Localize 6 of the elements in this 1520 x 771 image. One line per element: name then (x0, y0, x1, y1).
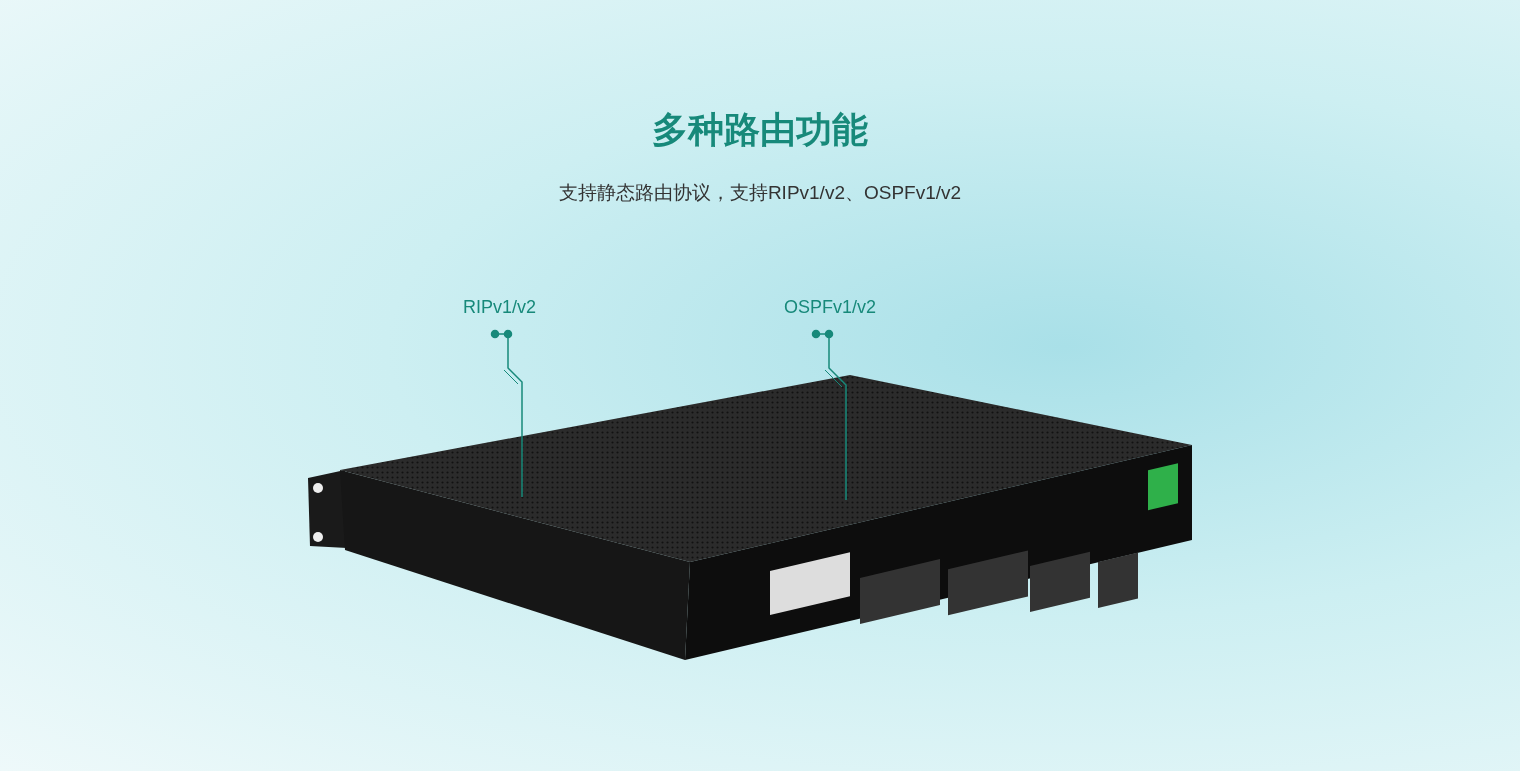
callout-label: RIPv1/v2 (463, 297, 537, 318)
leader-line (490, 329, 523, 498)
subheading: 支持静态路由协议，支持RIPv1/v2、OSPFv1/v2 (557, 181, 963, 205)
heading: 多种路由功能 (651, 108, 869, 152)
callout-label: OSPFv1/v2 (784, 297, 877, 318)
leader-line (811, 329, 847, 501)
